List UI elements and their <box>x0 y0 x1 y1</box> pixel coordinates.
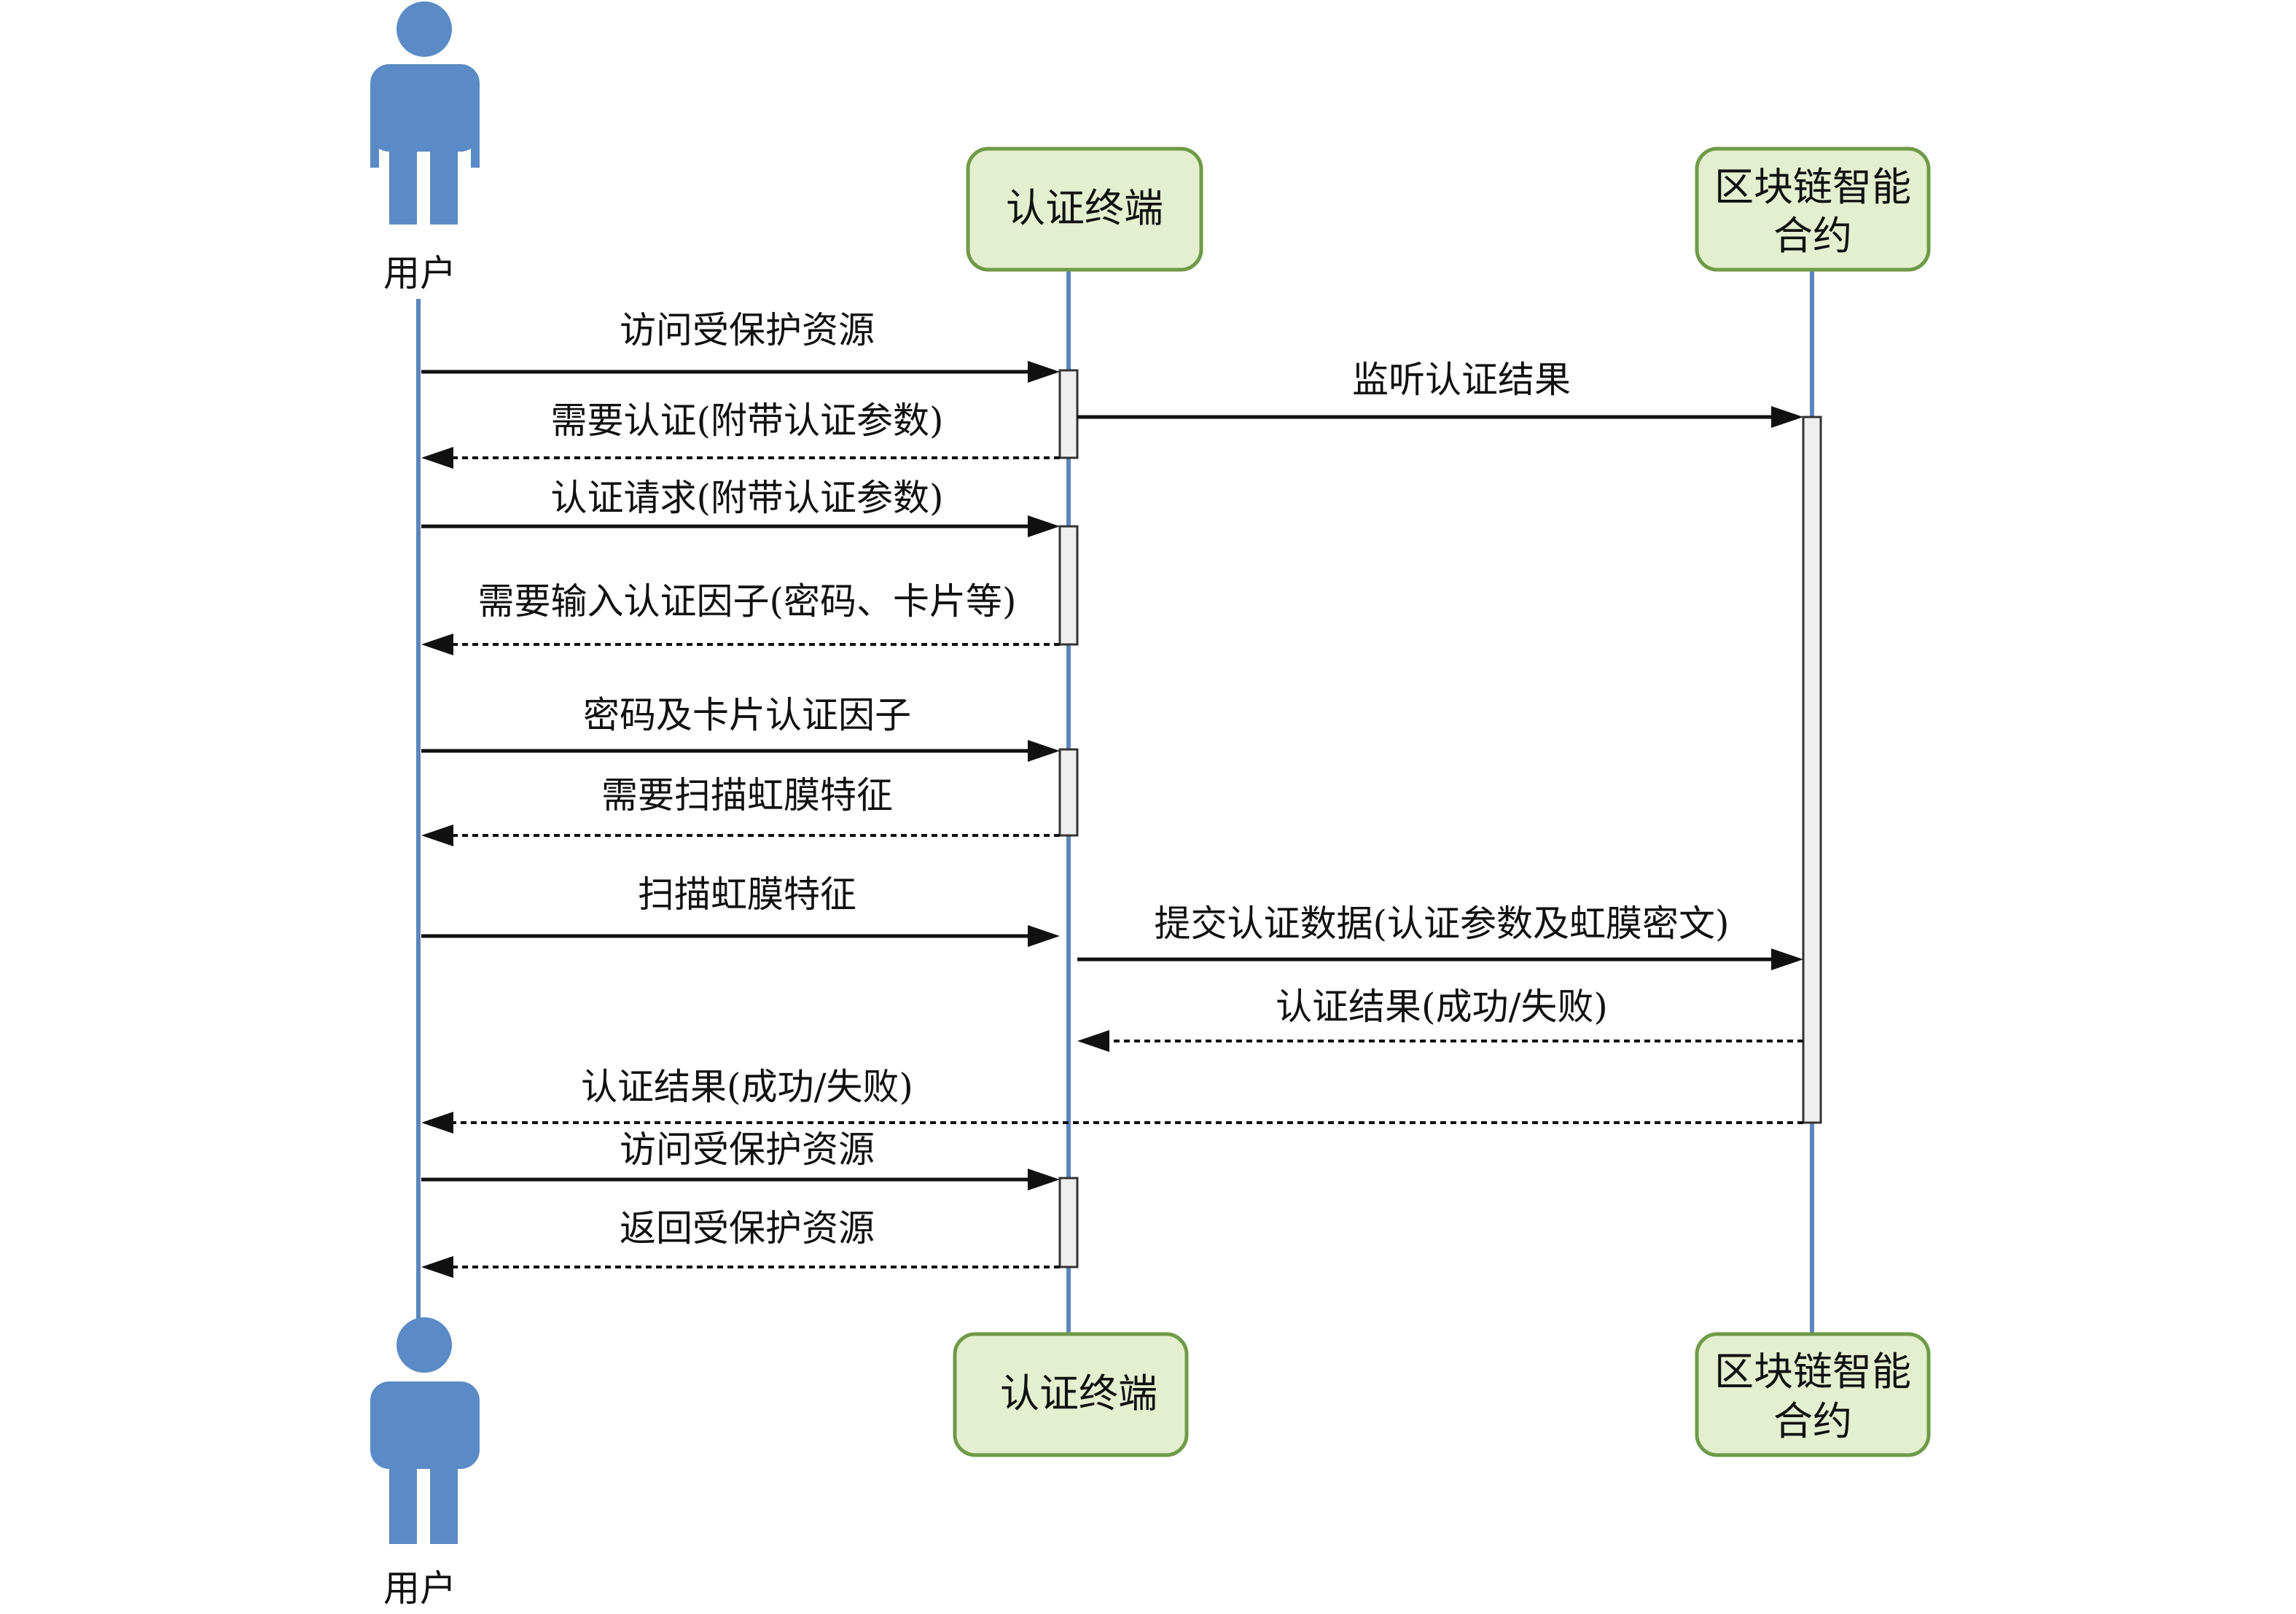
message-arrowhead-12 <box>1028 1169 1060 1190</box>
message-arrowhead-10 <box>1077 1030 1109 1052</box>
message-label-7: 需要扫描虹膜特征 <box>601 774 893 816</box>
message-arrowhead-3 <box>421 447 453 469</box>
message-label-5: 需要输入认证因子(密码、卡片等) <box>477 580 1016 623</box>
actor-head <box>397 1317 452 1373</box>
actor-torso <box>370 1381 480 1469</box>
contract-box-top: 区块链智能 合约 <box>1695 147 1931 272</box>
message-arrowhead-2 <box>1771 406 1803 428</box>
message-label-4: 认证请求(附带认证参数) <box>550 477 943 519</box>
message-arrowhead-4 <box>1028 515 1060 537</box>
message-label-3: 需要认证(附带认证参数) <box>550 399 943 442</box>
user-actor-top <box>370 1 480 225</box>
activation-terminal-1 <box>1058 369 1079 459</box>
terminal-box-bottom: 认证终端 <box>953 1332 1189 1457</box>
activation-terminal-2 <box>1058 525 1079 646</box>
message-arrowhead-1 <box>1028 361 1060 383</box>
contract-label-top-line2: 合约 <box>1773 213 1852 259</box>
actor-torso <box>370 64 480 152</box>
message-label-8: 扫描虹膜特征 <box>638 873 856 916</box>
contract-label-bottom-line1: 区块链智能 <box>1714 1349 1911 1395</box>
message-arrowhead-7 <box>421 824 453 846</box>
actor-head <box>397 1 452 57</box>
message-arrowhead-6 <box>1028 740 1060 762</box>
message-label-12: 访问受保护资源 <box>620 1128 875 1171</box>
message-arrowhead-13 <box>421 1256 453 1278</box>
message-label-10: 认证结果(成功/失败) <box>1276 986 1608 1028</box>
message-label-13: 返回受保护资源 <box>620 1207 875 1250</box>
message-label-6: 密码及卡片认证因子 <box>583 694 911 736</box>
message-label-1: 访问受保护资源 <box>620 309 875 351</box>
user-label-bottom: 用户 <box>383 1567 456 1610</box>
user-actor-bottom <box>370 1317 480 1544</box>
actor-leg-left <box>389 1458 417 1544</box>
actor-leg-right <box>430 1458 458 1544</box>
terminal-box-top: 认证终端 <box>966 147 1203 272</box>
user-label-top: 用户 <box>383 252 456 295</box>
contract-label-top-line1: 区块链智能 <box>1714 164 1911 210</box>
message-label-2: 监听认证结果 <box>1352 359 1571 401</box>
message-label-9: 提交认证数据(认证参数及虹膜密文) <box>1154 902 1729 945</box>
activation-terminal-4 <box>1058 1177 1079 1268</box>
message-arrowhead-5 <box>421 633 453 655</box>
message-arrowhead-8 <box>1028 925 1060 947</box>
terminal-label-top: 认证终端 <box>1006 185 1163 231</box>
terminal-label-bottom: 认证终端 <box>1000 1371 1157 1416</box>
message-arrowhead-11 <box>421 1112 453 1134</box>
contract-label-bottom-line2: 合约 <box>1773 1398 1852 1444</box>
contract-box-bottom: 区块链智能 合约 <box>1695 1332 1931 1457</box>
actor-leg-right <box>430 139 458 225</box>
actor-leg-left <box>389 139 417 225</box>
message-label-11: 认证结果(成功/失败) <box>581 1066 913 1108</box>
activation-terminal-3 <box>1058 748 1079 837</box>
activation-contract <box>1802 416 1822 1124</box>
message-arrowhead-9 <box>1771 948 1803 970</box>
